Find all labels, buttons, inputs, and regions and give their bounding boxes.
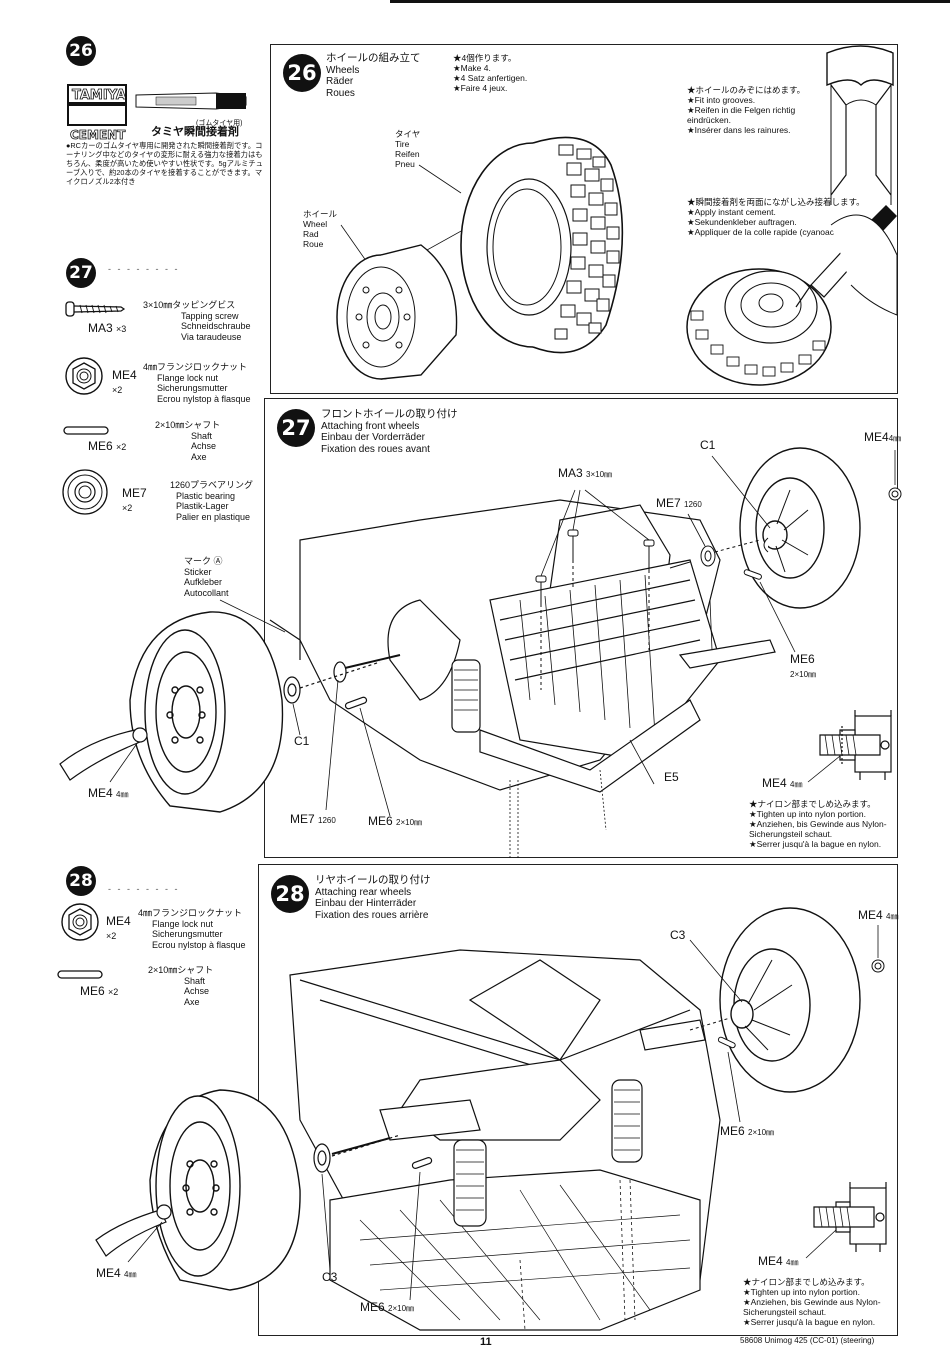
step-26-panel: 26 ホイールの組み立て Wheels Räder Roues ★4個作ります。… (270, 44, 898, 394)
wheel-rim (336, 244, 458, 380)
step-badge-26: 26 (283, 54, 321, 92)
tire-cross-section (826, 45, 894, 205)
cement-note: ★瞬間接着剤を両面にながし込み接着します。★Apply instant ceme… (687, 197, 865, 237)
step-28-header: リヤホイールの取り付け Attaching rear wheels Einbau… (315, 874, 431, 921)
label-me4-left: ME4 4㎜ (88, 786, 129, 800)
shaft-icon (63, 426, 109, 435)
page-number: 11 (480, 1336, 492, 1348)
part-desc-me4: 4㎜フランジロックナット Flange lock nut Sicherungsm… (143, 362, 251, 404)
part-desc-ma3: 3×10㎜タッピングビス Tapping screw Schneidschrau… (143, 300, 251, 342)
front-right-wheel (739, 447, 861, 609)
label-me7-bottom: ME7 1260 (290, 812, 336, 826)
label-c1-left: C1 (294, 734, 310, 748)
part-desc-me7: 1260プラベアリング Plastic bearing Plastik-Lage… (170, 480, 254, 522)
make-four-note: ★4個作ります。 ★Make 4. ★4 Satz anfertigen. ★F… (453, 53, 528, 93)
grooves-note: ★ホイールのみぞにはめます。★Fit into grooves. ★Reifen… (687, 85, 806, 135)
label-c1-top: C1 (700, 438, 716, 452)
nylon-note-27: ★ナイロン部までしめ込みます。★Tighten up into nylon po… (749, 799, 887, 849)
part-desc-me6-28: 2×10㎜シャフト Shaft Achse Axe (148, 965, 214, 1007)
glued-wheel (686, 268, 832, 386)
nylon-nut-detail-28 (813, 1182, 887, 1252)
rear-left-wheel (149, 1089, 301, 1291)
step-badge-28-small: 28 (66, 866, 96, 896)
part-desc-me4-28: 4㎜フランジロックナット Flange lock nut Sicherungsm… (138, 908, 246, 950)
label-me7: ME7 1260 (656, 496, 702, 510)
label-me4-left-28: ME4 4㎜ (96, 1266, 137, 1280)
part-code-me7: ME7×2 (122, 486, 147, 513)
part-code-me4-28: ME4×2 (106, 914, 131, 941)
label-me4-detail-28: ME4 4㎜ (758, 1254, 799, 1268)
rear-right-wheel (719, 907, 861, 1093)
label-me6-bottom-28: ME6 2×10㎜ (360, 1300, 415, 1314)
top-rule (390, 0, 950, 3)
label-ma3: MA3 3×10㎜ (558, 466, 613, 480)
cement-product-small: (ゴムタイヤ用) (196, 120, 243, 127)
part-desc-me6: 2×10㎜シャフト Shaft Achse Axe (155, 420, 221, 462)
label-me6-bottom: ME6 2×10㎜ (368, 814, 423, 828)
nylon-note-28: ★ナイロン部までしめ込みます。★Tighten up into nylon po… (743, 1277, 881, 1327)
step-26-header: ホイールの組み立て Wheels Räder Roues (326, 52, 421, 99)
label-c3-top: C3 (670, 928, 686, 942)
tire-tread (554, 144, 620, 340)
label-me4-top-28: ME4 4㎜ (858, 908, 899, 922)
shaft-icon-28 (57, 970, 103, 979)
label-e5: E5 (664, 770, 679, 784)
cement-description: ●RCカーのゴムタイヤ専用に開発された瞬間接着剤です。コーナリング中などのタイヤ… (66, 141, 264, 186)
label-me6-28: ME6 2×10㎜ (720, 1124, 775, 1138)
screw-icon (65, 301, 126, 317)
step-badge-27-small: 27 (66, 258, 96, 288)
part-code-me4: ME4×2 (112, 368, 137, 395)
label-c3-left: C3 (322, 1270, 338, 1284)
nylon-nut-detail-27 (819, 710, 892, 780)
step-badge-28: 28 (271, 875, 309, 913)
wheel-assembly-diagram (336, 45, 898, 386)
step-badge-26-small: 26 (66, 36, 96, 66)
svg-text:TAMIYA: TAMIYA (72, 88, 126, 103)
part-code-me6-28: ME6 ×2 (80, 984, 119, 998)
part-code-ma3: MA3 ×3 (88, 321, 127, 335)
step-27-header: フロントホイールの取り付け Attaching front wheels Ein… (321, 408, 458, 455)
glue-tube (795, 205, 898, 316)
svg-text:CEMENT: CEMENT (70, 128, 126, 142)
tamiya-cement-box: TAMIYA CEMENT (ゴムタイヤ用) タミヤ瞬間接着剤 ●RCカーのゴム… (66, 83, 264, 209)
footer-doc-id: 58608 Unimog 425 (CC-01) (steering) (740, 1336, 875, 1345)
cement-tube-icon: TAMIYA CEMENT (67, 84, 247, 142)
label-me4-top: ME44㎜ (864, 430, 902, 444)
flange-nut-icon-28 (61, 903, 99, 941)
part-code-me6: ME6 ×2 (88, 439, 127, 453)
step-badge-27: 27 (277, 409, 315, 447)
cement-product-name: タミヤ瞬間接着剤 (151, 126, 239, 138)
parts-divider: - - - - - - - - (108, 264, 180, 274)
front-left-wheel (129, 611, 284, 813)
label-me4-detail: ME4 4㎜ (762, 776, 803, 790)
parts-divider-28: - - - - - - - - (108, 884, 180, 894)
plastic-bearing-icon (62, 469, 108, 515)
flange-nut-icon (65, 357, 103, 395)
